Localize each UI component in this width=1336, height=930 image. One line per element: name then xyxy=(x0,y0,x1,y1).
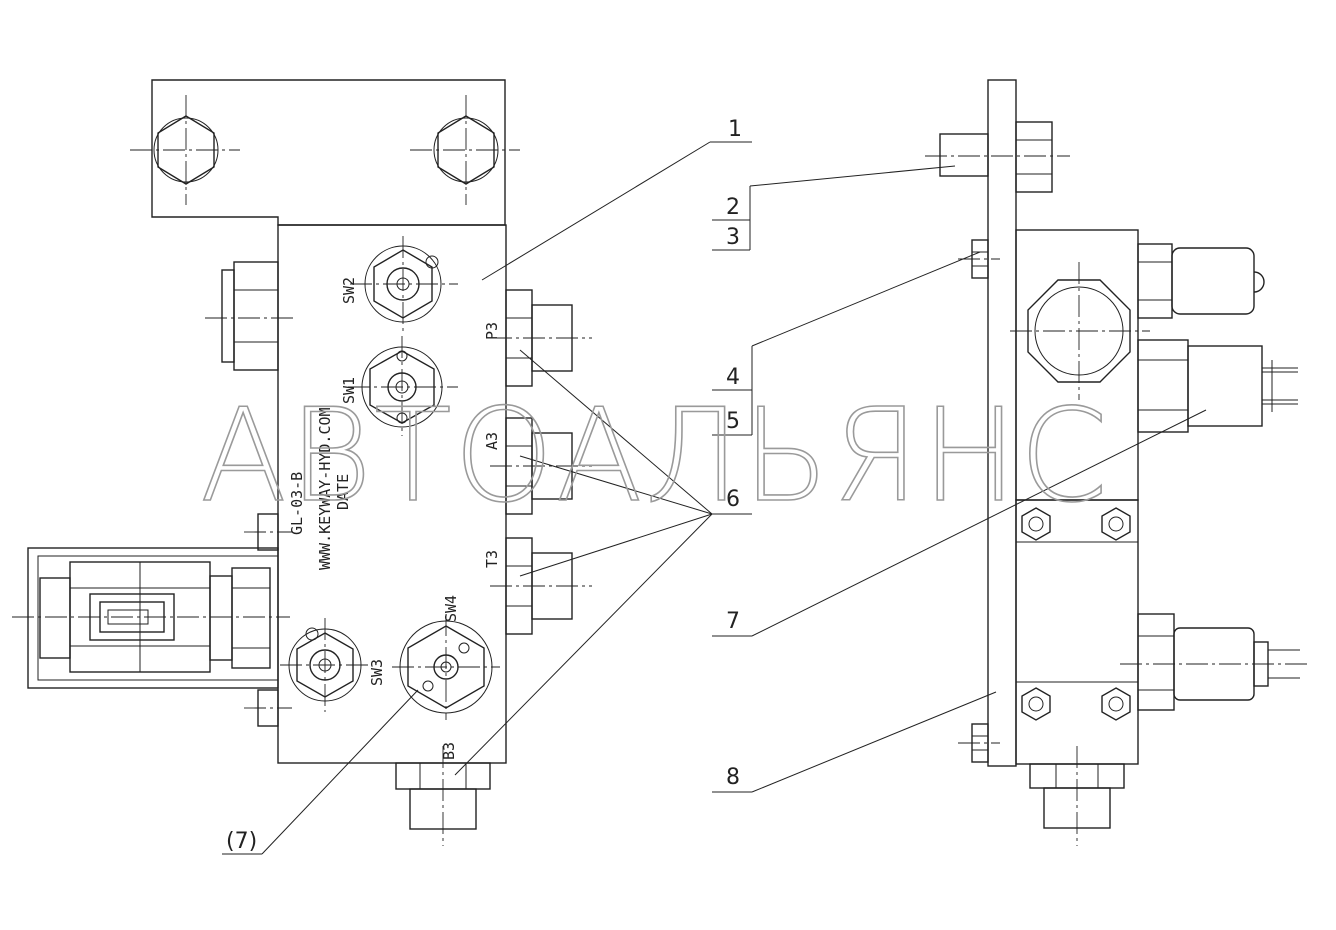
octagonal-plug xyxy=(1010,262,1150,400)
solenoid-coil-left xyxy=(12,547,290,689)
plate-bolt-upper xyxy=(958,239,1000,279)
solenoid-coil-middle xyxy=(1137,339,1298,433)
plate-bolt-lower xyxy=(958,723,1000,763)
callout-3: 3 xyxy=(726,225,740,250)
solenoid-cartridge-upper xyxy=(1137,243,1265,319)
side-fitting-upper xyxy=(205,261,295,371)
callout-1: 1 xyxy=(728,117,742,142)
engraving-website: WWW.KEYWAY-HYD.COM xyxy=(316,407,334,570)
b3-fitting xyxy=(395,746,491,846)
p3-fitting xyxy=(490,289,592,387)
side-view xyxy=(925,79,1310,846)
label-t3: T3 xyxy=(483,550,501,568)
body-bolt-upper xyxy=(244,513,292,551)
sw1-valve xyxy=(348,336,458,436)
callout-7: 7 xyxy=(726,609,740,634)
callouts: 1 2 3 4 5 6 7 8 (7) xyxy=(226,117,742,854)
side-bottom-fitting xyxy=(1029,746,1125,846)
sw2-valve xyxy=(350,236,458,332)
sw4-valve xyxy=(392,614,500,720)
label-p3: P3 xyxy=(483,322,501,340)
label-sw1: SW1 xyxy=(340,377,358,404)
callout-7-reference: (7) xyxy=(226,829,257,854)
sw3-valve xyxy=(280,618,372,712)
label-a3: A3 xyxy=(483,432,501,450)
front-view: GL-03-B WWW.KEYWAY-HYD.COM DATE SW2 SW1 … xyxy=(12,79,592,846)
leader-lines xyxy=(222,141,1207,855)
t3-fitting xyxy=(490,537,592,635)
body-bolt-lower xyxy=(244,689,292,727)
side-bolt-3 xyxy=(1021,687,1051,721)
side-bolt-2 xyxy=(1101,507,1131,541)
callout-2: 2 xyxy=(726,195,740,220)
side-bolt-1 xyxy=(1021,507,1051,541)
label-sw2: SW2 xyxy=(340,277,358,304)
callout-6: 6 xyxy=(726,487,740,512)
label-b3: B3 xyxy=(440,742,458,760)
label-sw3: SW3 xyxy=(368,659,386,686)
plate-bolt-top xyxy=(925,121,1070,193)
side-bolt-4 xyxy=(1101,687,1131,721)
callout-8: 8 xyxy=(726,765,740,790)
callout-5: 5 xyxy=(726,409,740,434)
mounting-bracket xyxy=(151,79,506,226)
engraving-date: DATE xyxy=(334,474,352,510)
a3-fitting xyxy=(490,417,592,515)
solenoid-coil-lower xyxy=(1120,613,1310,711)
watermark: АВТОАЛЬЯНС xyxy=(200,382,1110,531)
label-sw4: SW4 xyxy=(442,595,460,622)
engraving-model: GL-03-B xyxy=(288,472,306,535)
callout-4: 4 xyxy=(726,365,740,390)
